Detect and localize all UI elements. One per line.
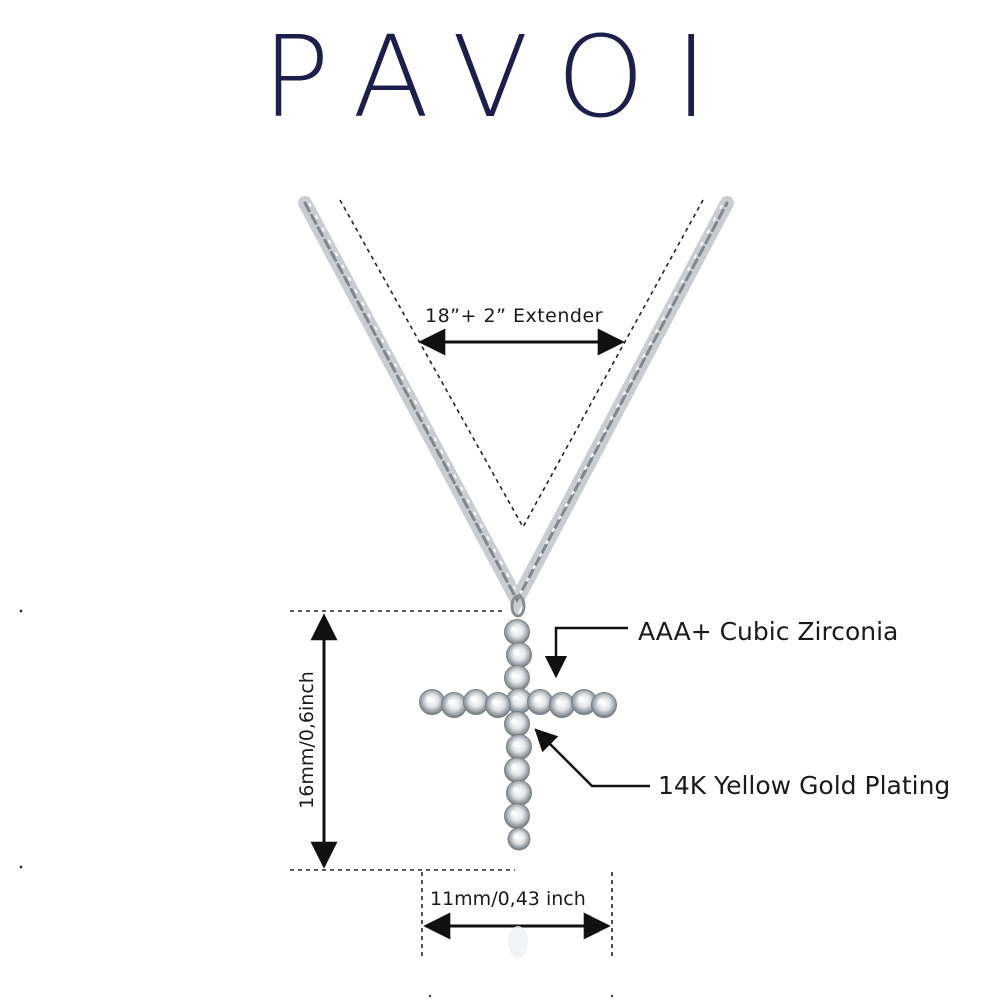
cross-gem <box>506 734 532 760</box>
gem-sparkle <box>511 626 517 632</box>
gem-sparkle <box>513 649 519 655</box>
cross-gem <box>507 827 531 851</box>
cross-gem <box>506 780 532 806</box>
height-label: 16mm/0,6inch <box>296 671 318 809</box>
gem-sparkle <box>556 699 562 705</box>
zirconia-label: AAA+ Cubic Zirconia <box>638 617 899 646</box>
gem-sparkle <box>513 833 519 839</box>
brand-logo: PAVOI <box>262 13 738 143</box>
cross-gem <box>504 711 530 737</box>
gem-sparkle <box>578 696 584 702</box>
height-dimension <box>19 609 515 871</box>
cross-gem <box>504 619 530 645</box>
gem-sparkle <box>513 787 519 793</box>
gem-sparkle <box>511 810 517 816</box>
cross-gem <box>549 692 575 718</box>
cross-gem <box>463 689 489 715</box>
chain <box>298 196 734 615</box>
width-dimension <box>421 872 614 998</box>
cross-gem <box>504 757 530 783</box>
gem-sparkle <box>492 699 498 705</box>
cross-pendant <box>419 619 617 851</box>
cross-gem <box>419 689 445 715</box>
gem-sparkle <box>513 741 519 747</box>
cross-gem <box>504 803 530 829</box>
plating-callout-leader <box>534 728 650 788</box>
gem-sparkle <box>448 699 454 705</box>
bail <box>510 594 526 618</box>
cross-gem <box>506 642 532 668</box>
width-label: 11mm/0,43 inch <box>428 888 588 910</box>
gem-sparkle <box>598 699 604 705</box>
cross-gem <box>441 692 467 718</box>
cross-gem <box>527 689 553 715</box>
plating-label: 14K Yellow Gold Plating <box>658 771 951 800</box>
gem-sparkle <box>513 695 519 701</box>
gem-sparkle <box>511 718 517 724</box>
gem-sparkle <box>511 764 517 770</box>
gem-sparkle <box>511 672 517 678</box>
cross-gem <box>485 692 511 718</box>
gem-sparkle <box>470 696 476 702</box>
gem-sparkle <box>534 696 540 702</box>
zirconia-callout-leader <box>544 626 628 679</box>
gem-sparkle <box>426 696 432 702</box>
chain-length-label: 18”+ 2” Extender <box>425 305 603 327</box>
cross-gem <box>591 692 617 718</box>
cross-gem <box>504 665 530 691</box>
